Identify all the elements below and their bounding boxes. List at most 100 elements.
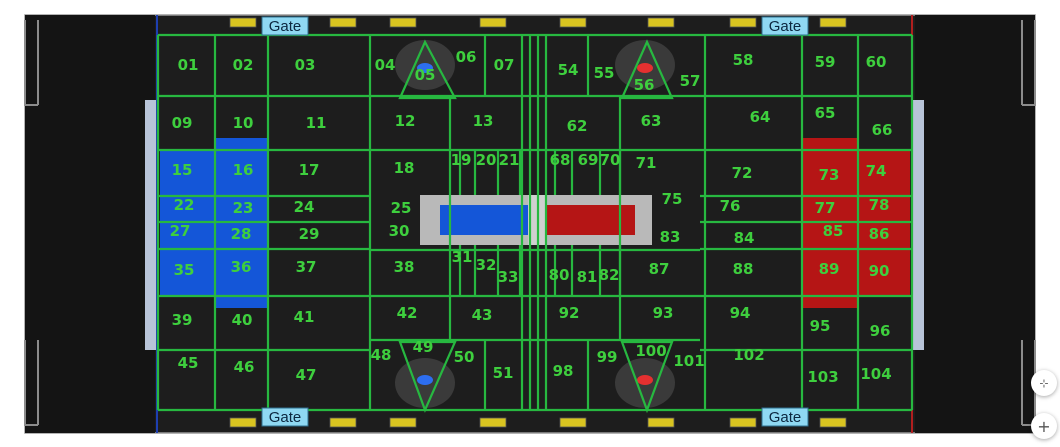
zone-70[interactable]: 70 xyxy=(600,151,621,169)
zone-41[interactable]: 41 xyxy=(294,308,315,326)
zone-01[interactable]: 01 xyxy=(178,56,199,74)
zone-99[interactable]: 99 xyxy=(597,348,618,366)
zone-85[interactable]: 85 xyxy=(823,222,844,240)
zone-40[interactable]: 40 xyxy=(232,311,253,329)
gate-marker xyxy=(819,17,847,28)
zone-94[interactable]: 94 xyxy=(730,304,751,322)
zone-19[interactable]: 19 xyxy=(451,151,472,169)
zone-48[interactable]: 48 xyxy=(371,346,392,364)
zone-30[interactable]: 30 xyxy=(389,222,410,240)
zone-51[interactable]: 51 xyxy=(493,364,514,382)
zone-69[interactable]: 69 xyxy=(578,151,599,169)
zone-42[interactable]: 42 xyxy=(397,304,418,322)
zone-73[interactable]: 73 xyxy=(819,166,840,184)
compress-icon[interactable]: ⊹ xyxy=(1031,370,1057,396)
zone-37[interactable]: 37 xyxy=(296,258,317,276)
zone-25[interactable]: 25 xyxy=(391,199,412,217)
zone-100[interactable]: 100 xyxy=(635,342,666,360)
zone-10[interactable]: 10 xyxy=(233,114,254,132)
zone-55[interactable]: 55 xyxy=(594,64,615,82)
zone-74[interactable]: 74 xyxy=(866,162,887,180)
gate-text: Gate xyxy=(769,409,802,426)
zone-72[interactable]: 72 xyxy=(732,164,753,182)
zone-36[interactable]: 36 xyxy=(231,258,252,276)
zone-60[interactable]: 60 xyxy=(866,53,887,71)
zone-96[interactable]: 96 xyxy=(870,322,891,340)
zone-101[interactable]: 101 xyxy=(673,352,704,370)
zone-54[interactable]: 54 xyxy=(558,61,579,79)
zone-46[interactable]: 46 xyxy=(234,358,255,376)
zone-75[interactable]: 75 xyxy=(662,190,683,208)
zone-18[interactable]: 18 xyxy=(394,159,415,177)
zone-15[interactable]: 15 xyxy=(172,161,193,179)
zone-58[interactable]: 58 xyxy=(733,51,754,69)
zone-56[interactable]: 56 xyxy=(634,76,655,94)
zone-102[interactable]: 102 xyxy=(733,346,764,364)
gate-marker xyxy=(479,417,507,428)
zone-39[interactable]: 39 xyxy=(172,311,193,329)
zone-50[interactable]: 50 xyxy=(454,348,475,366)
zone-93[interactable]: 93 xyxy=(653,304,674,322)
zone-28[interactable]: 28 xyxy=(231,225,252,243)
zone-95[interactable]: 95 xyxy=(810,317,831,335)
zone-24[interactable]: 24 xyxy=(294,198,315,216)
zone-57[interactable]: 57 xyxy=(680,72,701,90)
zone-31[interactable]: 31 xyxy=(452,248,473,266)
zone-38[interactable]: 38 xyxy=(394,258,415,276)
zone-62[interactable]: 62 xyxy=(567,117,588,135)
zone-17[interactable]: 17 xyxy=(299,161,320,179)
zone-83[interactable]: 83 xyxy=(660,228,681,246)
zone-16[interactable]: 16 xyxy=(233,161,254,179)
zone-77[interactable]: 77 xyxy=(815,199,836,217)
zone-20[interactable]: 20 xyxy=(476,151,497,169)
zone-06[interactable]: 06 xyxy=(456,48,477,66)
zone-90[interactable]: 90 xyxy=(869,262,890,280)
zone-33[interactable]: 33 xyxy=(498,268,519,286)
zone-86[interactable]: 86 xyxy=(869,225,890,243)
zone-89[interactable]: 89 xyxy=(819,260,840,278)
zone-43[interactable]: 43 xyxy=(472,306,493,324)
zone-11[interactable]: 11 xyxy=(306,114,327,132)
zone-45[interactable]: 45 xyxy=(178,354,199,372)
gate-marker xyxy=(389,417,417,428)
zone-59[interactable]: 59 xyxy=(815,53,836,71)
zone-76[interactable]: 76 xyxy=(720,197,741,215)
zone-68[interactable]: 68 xyxy=(550,151,571,169)
zone-12[interactable]: 12 xyxy=(395,112,416,130)
zone-05[interactable]: 05 xyxy=(415,66,436,84)
zone-32[interactable]: 32 xyxy=(476,256,497,274)
zone-47[interactable]: 47 xyxy=(296,366,317,384)
zone-103[interactable]: 103 xyxy=(807,368,838,386)
zone-84[interactable]: 84 xyxy=(734,229,755,247)
zone-104[interactable]: 104 xyxy=(860,365,891,383)
zone-04[interactable]: 04 xyxy=(375,56,396,74)
zone-92[interactable]: 92 xyxy=(559,304,580,322)
zone-23[interactable]: 23 xyxy=(233,199,254,217)
zone-27[interactable]: 27 xyxy=(170,222,191,240)
zone-22[interactable]: 22 xyxy=(174,196,195,214)
zone-81[interactable]: 81 xyxy=(577,268,598,286)
zone-71[interactable]: 71 xyxy=(636,154,657,172)
zone-07[interactable]: 07 xyxy=(494,56,515,74)
zone-98[interactable]: 98 xyxy=(553,362,574,380)
zone-49[interactable]: 49 xyxy=(413,338,434,356)
zone-03[interactable]: 03 xyxy=(295,56,316,74)
zone-87[interactable]: 87 xyxy=(649,260,670,278)
zone-64[interactable]: 64 xyxy=(750,108,771,126)
zone-66[interactable]: 66 xyxy=(872,121,893,139)
zone-82[interactable]: 82 xyxy=(599,266,620,284)
zone-80[interactable]: 80 xyxy=(549,266,570,284)
zone-65[interactable]: 65 xyxy=(815,104,836,122)
zone-29[interactable]: 29 xyxy=(299,225,320,243)
zone-02[interactable]: 02 xyxy=(233,56,254,74)
zone-88[interactable]: 88 xyxy=(733,260,754,278)
zone-21[interactable]: 21 xyxy=(499,151,520,169)
zoom-in-button[interactable]: + xyxy=(1031,413,1057,439)
zone-35[interactable]: 35 xyxy=(174,261,195,279)
zone-09[interactable]: 09 xyxy=(172,114,193,132)
zone-13[interactable]: 13 xyxy=(473,112,494,130)
zone-63[interactable]: 63 xyxy=(641,112,662,130)
zone-78[interactable]: 78 xyxy=(869,196,890,214)
